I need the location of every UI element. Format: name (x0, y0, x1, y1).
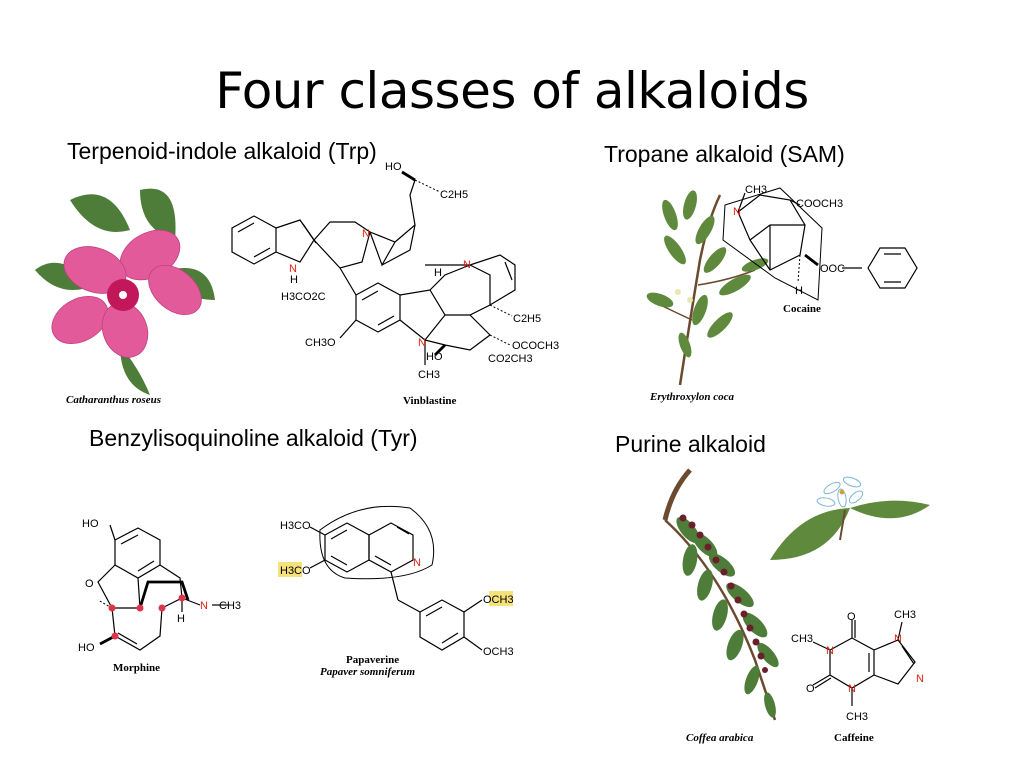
papaverine-highlight-right (489, 591, 513, 606)
vin-ch3o: CH3O (305, 337, 336, 349)
caf-ch3-left: CH3 (791, 633, 813, 645)
caption-cocaine: Cocaine (783, 303, 821, 315)
slide-title: Four classes of alkaloids (215, 62, 809, 120)
papaverine-highlight-left (278, 562, 302, 577)
vin-n-right: N (463, 259, 471, 271)
coffee-plant-illustration (662, 468, 930, 721)
pap-n: N (413, 557, 421, 569)
caf-n9: N (916, 673, 924, 685)
vin-n-top: N (362, 228, 370, 240)
morphine-structure: HO O HO H N CH3 (78, 518, 241, 654)
caption-caffeine: Caffeine (834, 732, 874, 744)
coc-ch3: CH3 (745, 184, 767, 196)
caffeine-structure: CH3 O CH3 N N N N O CH3 (791, 609, 924, 723)
pap-och3-hl: OCH3 (483, 594, 514, 606)
heading-purine: Purine alkaloid (615, 431, 766, 457)
vin-n-indole: N (289, 263, 297, 275)
mor-h: H (177, 613, 185, 625)
vin-co2ch3: CO2CH3 (488, 353, 533, 365)
coca-plant-illustration (646, 190, 769, 386)
caption-coffea: Coffea arabica (686, 732, 754, 744)
vin-c2h5-right: C2H5 (513, 313, 541, 325)
caption-catharanthus: Catharanthus roseus (66, 394, 162, 406)
caf-o-bottom: O (806, 683, 815, 695)
pap-h3co-top: H3CO (280, 520, 311, 532)
coc-ooc: OOC (820, 263, 845, 275)
heading-terpenoid: Terpenoid-indole alkaloid (Trp) (67, 138, 377, 164)
mor-ho-top: HO (82, 518, 99, 530)
caption-morphine: Morphine (113, 662, 161, 674)
heading-benzylisoquinoline: Benzylisoquinoline alkaloid (Tyr) (89, 425, 418, 451)
caf-ch3-bottom: CH3 (846, 711, 868, 723)
mor-ho-bottom: HO (78, 642, 95, 654)
cocaine-structure: CH3 N COOCH3 OOC H (722, 184, 918, 301)
caf-n1: N (826, 645, 834, 657)
vin-h3co2c: H3CO2C (281, 291, 326, 303)
caf-ch3-top: CH3 (894, 609, 916, 621)
vinblastine-structure: HO C2H5 N N H H3CO2C H N C2H5 CH3O N OCO… (231, 161, 559, 381)
pap-h3co-hl: H3CO (280, 565, 311, 577)
mor-o: O (85, 578, 94, 590)
vin-c2h5-top: C2H5 (440, 189, 468, 201)
vin-h-indole: H (290, 274, 298, 286)
flower-illustration (35, 188, 215, 395)
caf-n3: N (848, 683, 856, 695)
pap-och3-bottom: OCH3 (483, 646, 514, 658)
caf-o-top: O (847, 611, 856, 623)
mor-ch3: CH3 (219, 600, 241, 612)
vin-ho: HO (385, 161, 402, 173)
caption-papaverine-name: Papaverine (346, 654, 400, 666)
vin-ch3-lower: CH3 (418, 369, 440, 381)
vin-ho-lower: HO (426, 351, 443, 363)
caption-papaverine: Papaverine Papaver somniferum (320, 654, 415, 678)
vin-n-lower: N (418, 337, 426, 349)
coc-n: N (733, 206, 741, 218)
caption-erythroxylon: Erythroxylon coca (650, 391, 735, 403)
coc-h: H (795, 285, 803, 297)
caf-n7: N (894, 633, 902, 645)
mor-n: N (200, 600, 208, 612)
coc-cooch3: COOCH3 (796, 198, 843, 210)
papaverine-structure: H3CO H3CO N OCH3 OCH3 (278, 505, 514, 658)
caption-vinblastine: Vinblastine (403, 395, 457, 407)
caption-papaver: Papaver somniferum (320, 666, 416, 678)
heading-tropane: Tropane alkaloid (SAM) (604, 141, 845, 167)
vin-h-mid: H (434, 267, 442, 279)
vin-ococh3: OCOCH3 (512, 340, 559, 352)
